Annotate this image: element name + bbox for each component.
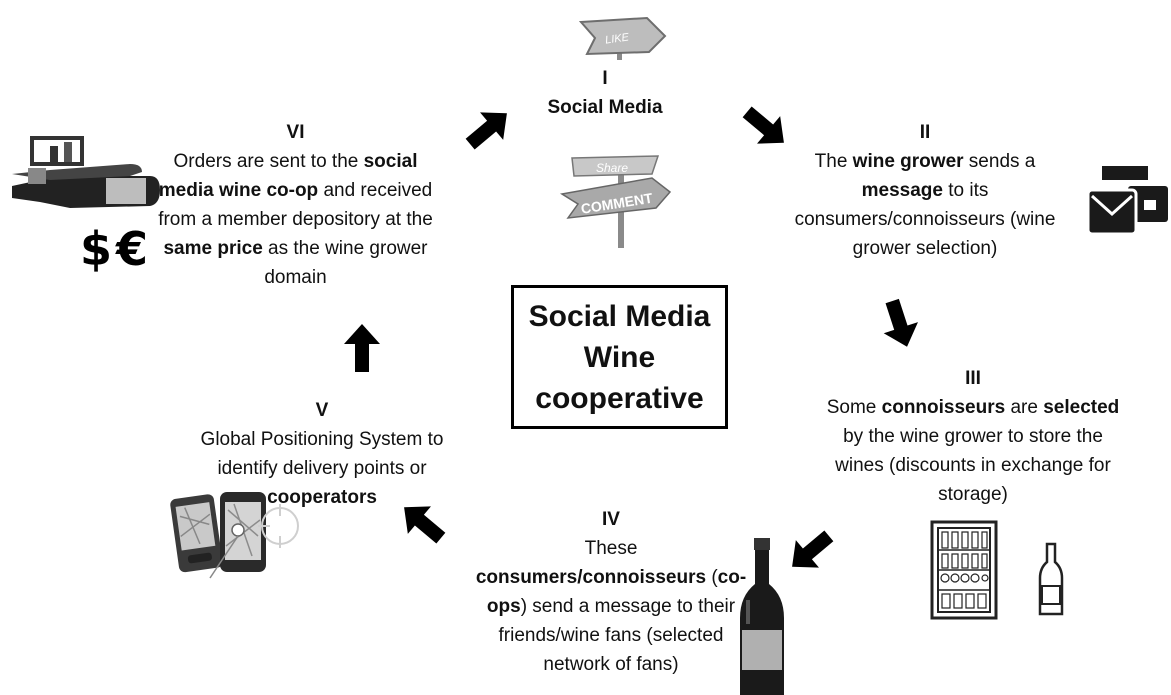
- center-line-1: Social Media: [528, 299, 711, 333]
- wine-fridge-icon: [930, 520, 998, 620]
- gps-phones-icon: [170, 492, 299, 579]
- emphasis-text: cooperators: [267, 487, 377, 508]
- message-icon: [1086, 166, 1168, 236]
- body-text: by the wine grower to store the wines (d…: [835, 426, 1111, 505]
- currency-icon: $€: [80, 222, 153, 276]
- arrow-v-to-vi: [344, 324, 380, 372]
- arrow-vi-to-i: [458, 99, 519, 158]
- step-3-number: III: [965, 368, 981, 389]
- arrow-ii-to-iii: [875, 295, 925, 353]
- step-5-number: V: [315, 400, 329, 421]
- step-2-text: The wine grower sends a message to its c…: [795, 151, 1056, 259]
- arrow-iv-to-v: [392, 493, 453, 552]
- step-2: II The wine grower sends a message to it…: [782, 118, 1068, 263]
- step-5-text: Global Positioning System to identify de…: [201, 429, 444, 508]
- body-text: These: [584, 538, 638, 559]
- step-6: VI Orders are sent to the social media w…: [148, 118, 443, 292]
- body-text: as the wine grower domain: [262, 238, 428, 288]
- body-text: Global Positioning System to identify de…: [200, 429, 444, 479]
- step-6-number: VI: [286, 122, 305, 143]
- emphasis-text: connoisseurs: [881, 397, 1006, 418]
- arrow-iii-to-iv: [780, 522, 841, 581]
- body-text: Some: [826, 397, 882, 418]
- wine-bottles-icon: [12, 136, 160, 208]
- body-text: (: [706, 567, 718, 588]
- emphasis-text: co-ops: [486, 567, 747, 617]
- step-5: V Global Positioning System to identify …: [178, 396, 466, 512]
- step-3-text: Some connoisseurs are selected by the wi…: [827, 397, 1120, 505]
- step-1: I Social Media: [520, 64, 690, 122]
- step-1-number: I: [602, 68, 608, 89]
- step-4: IV These consumers/connoisseurs (co-ops)…: [470, 505, 752, 679]
- body-text: and received from a member depository at…: [158, 180, 433, 230]
- comment-sign-icon: Share COMMENT: [559, 155, 672, 248]
- like-sign-icon: LIKE: [578, 16, 667, 60]
- body-text: sends a: [963, 151, 1036, 172]
- like-sign-text: LIKE: [604, 31, 630, 46]
- step-4-text: These consumers/connoisseurs (co-ops) se…: [476, 538, 746, 675]
- body-text: ) send a message to their friends/wine f…: [498, 596, 736, 675]
- emphasis-text: same price: [163, 238, 263, 259]
- center-box: Social Media Wine cooperative: [511, 285, 728, 429]
- share-sign-text: Share: [596, 161, 628, 175]
- step-2-number: II: [919, 122, 931, 143]
- emphasis-text: selected: [1043, 397, 1120, 418]
- arrow-i-to-ii: [735, 98, 796, 157]
- step-4-number: IV: [602, 509, 620, 530]
- step-6-text: Orders are sent to the social media wine…: [158, 151, 433, 288]
- emphasis-text: message: [861, 180, 943, 201]
- bottle-outline-icon: [1038, 542, 1064, 616]
- center-line-2: Wine: [583, 340, 656, 374]
- body-text: The: [814, 151, 853, 172]
- emphasis-text: social media wine co-op: [158, 151, 418, 201]
- body-text: Orders are sent to the: [173, 151, 364, 172]
- wine-bottle-icon: [740, 538, 784, 695]
- step-3: III Some connoisseurs are selected by th…: [823, 364, 1123, 509]
- center-title: Social Media Wine cooperative: [529, 296, 711, 419]
- body-text: to its consumers/connoisseurs (wine grow…: [794, 180, 1056, 259]
- center-line-3: cooperative: [535, 381, 704, 415]
- emphasis-text: consumers/connoisseurs: [475, 567, 707, 588]
- body-text: are: [1005, 397, 1044, 418]
- emphasis-text: wine grower: [852, 151, 964, 172]
- step-1-text: Social Media: [547, 97, 663, 118]
